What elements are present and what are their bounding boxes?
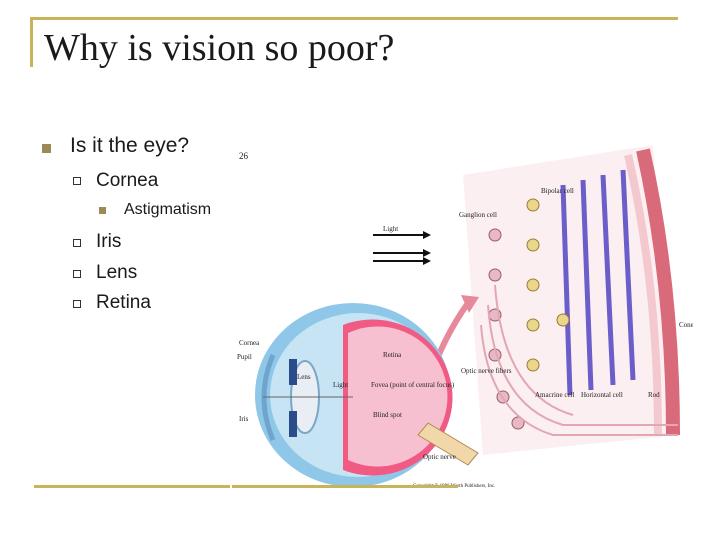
bullet-retina: Retina <box>96 292 151 313</box>
label-amacrine-cell: Amacrine cell <box>535 391 575 399</box>
bullet-marker-box <box>73 300 81 308</box>
bullet-marker-small <box>99 207 106 214</box>
bullet-lens: Lens <box>96 262 138 283</box>
label-pupil: Pupil <box>237 353 252 361</box>
frame-bottom-rule <box>34 485 230 488</box>
bullet-astigmatism: Astigmatism <box>124 201 212 218</box>
label-horizontal-cell: Horizontal cell <box>581 391 623 399</box>
frame-left-rule <box>30 17 33 67</box>
label-retina: Retina <box>383 351 402 359</box>
label-cone: Cone <box>679 321 693 329</box>
label-bipolar-cell: Bipolar cell <box>541 187 574 195</box>
label-ganglion-cell: Ganglion cell <box>459 211 497 219</box>
bullet-is-it-the-eye: Is it the eye? <box>70 134 190 157</box>
label-rod: Rod <box>648 391 660 399</box>
bullet-iris: Iris <box>96 231 122 252</box>
bullet-marker-box <box>73 239 81 247</box>
bullet-cornea: Cornea <box>96 170 159 191</box>
label-lens: Lens <box>297 373 311 381</box>
label-optic-nerve-fibers: Optic nerve fibers <box>461 367 512 375</box>
label-light-eye: Light <box>333 381 348 389</box>
label-iris: Iris <box>239 415 249 423</box>
label-fovea: Fovea (point of central focus) <box>371 381 455 389</box>
retina-section <box>373 145 680 455</box>
label-optic-nerve: Optic nerve <box>423 453 456 461</box>
label-light-retina: Light <box>383 225 398 233</box>
label-blind-spot: Blind spot <box>373 411 402 419</box>
eye-retina-figure: 26 <box>237 145 693 489</box>
bullet-marker-box <box>73 177 81 185</box>
label-cornea: Cornea <box>239 339 260 347</box>
figure-page-number: 26 <box>239 151 249 161</box>
eyeball <box>255 303 479 487</box>
slide-title: Why is vision so poor? <box>44 27 395 69</box>
bullet-marker-box <box>73 270 81 278</box>
bullet-marker-square <box>42 144 51 153</box>
frame-top-rule <box>30 17 678 20</box>
frame-bottom-rule-right <box>232 485 458 488</box>
